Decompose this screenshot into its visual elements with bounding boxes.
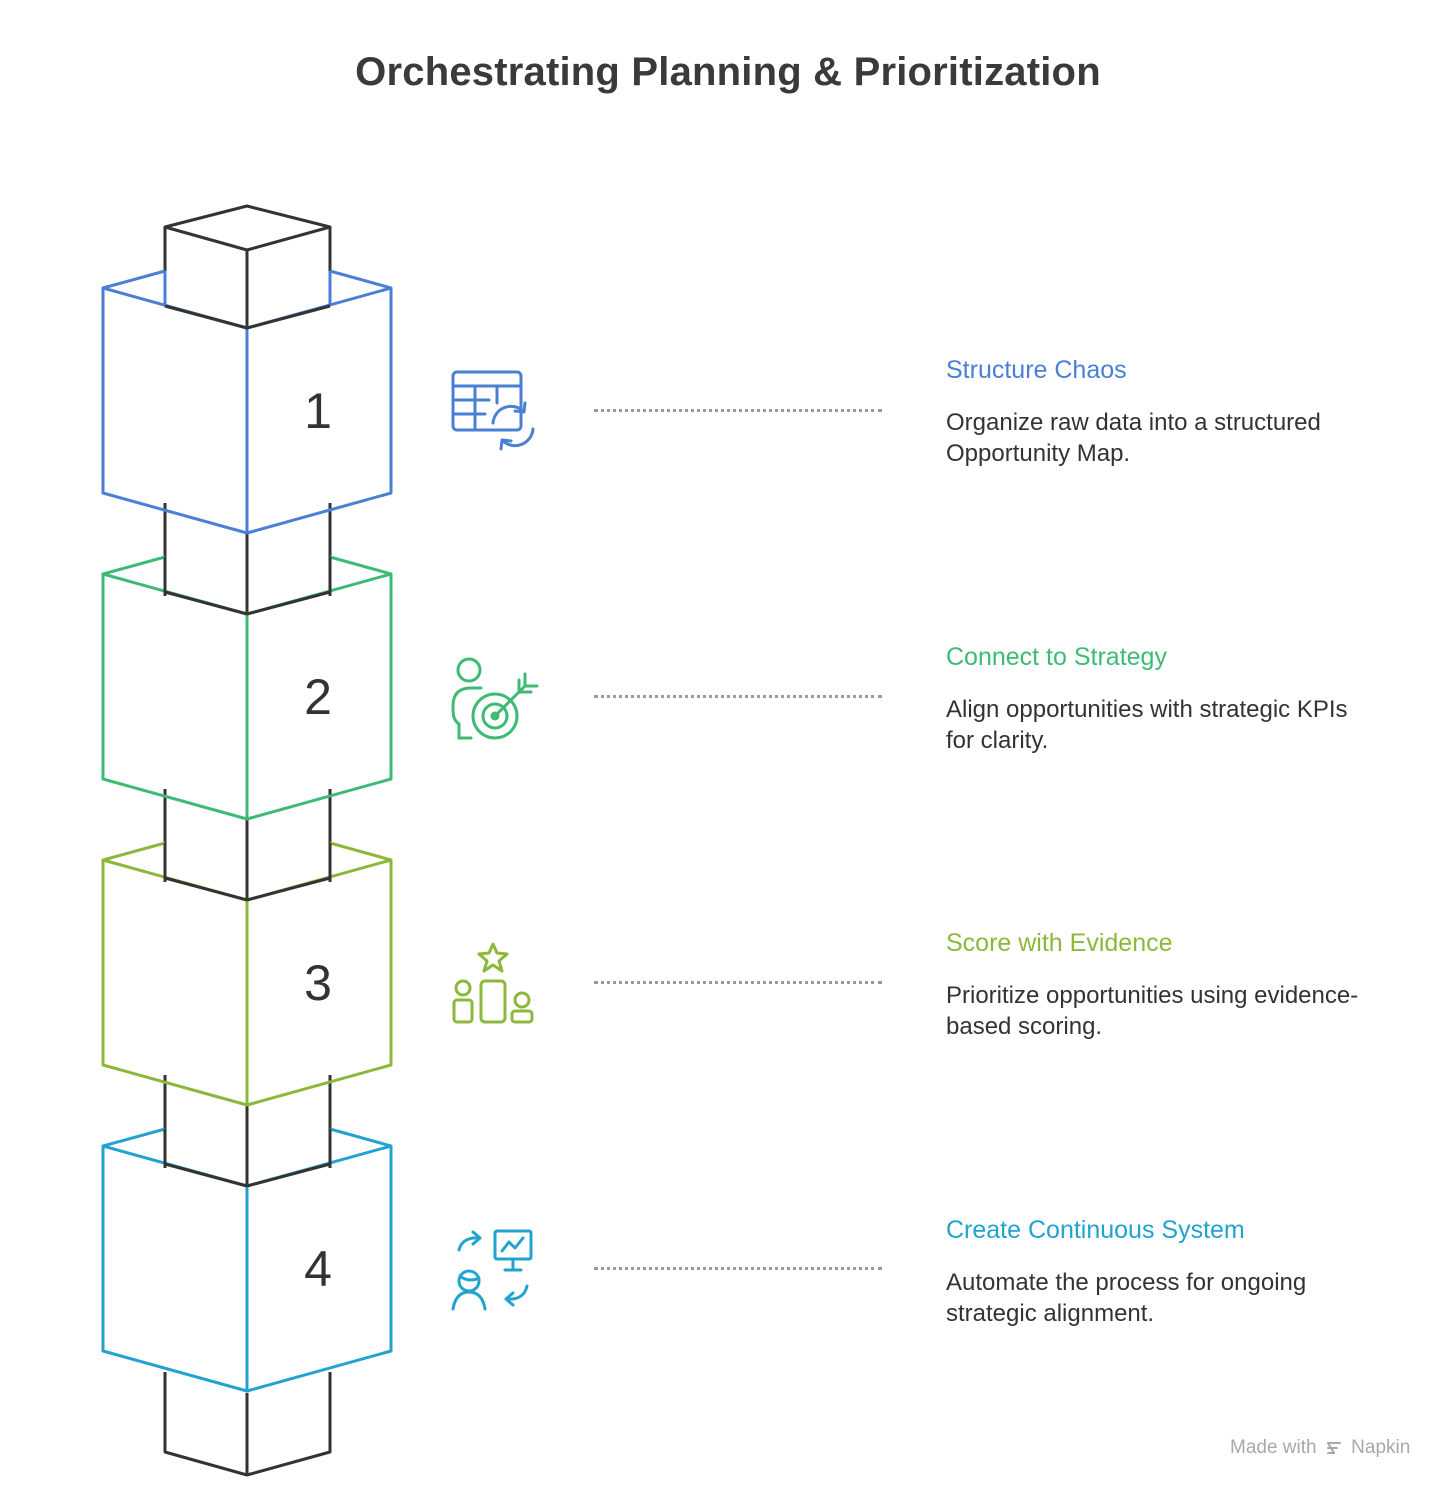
podium-star-icon bbox=[452, 942, 534, 1024]
cube-3-number: 3 bbox=[304, 955, 332, 1011]
person-target-icon bbox=[451, 657, 539, 740]
column-top-cap bbox=[163, 204, 332, 252]
column-inner-left-4 bbox=[163, 1129, 248, 1188]
column-inner-left-3 bbox=[163, 843, 248, 902]
step-3-title: Score with Evidence bbox=[946, 929, 1173, 957]
step-4-description: Automate the process for ongoing strateg… bbox=[946, 1269, 1307, 1327]
step-4-text: Create Continuous System Automate the pr… bbox=[946, 1215, 1376, 1329]
connector-line-1 bbox=[594, 409, 882, 412]
connector-line-2 bbox=[594, 695, 882, 698]
column-inner-right-2 bbox=[246, 557, 332, 616]
step-2-description: Align opportunities with strategic KPIs … bbox=[946, 696, 1348, 754]
step-3-description: Prioritize opportunities using evidence-… bbox=[946, 982, 1359, 1040]
step-1-description: Organize raw data into a structured Oppo… bbox=[946, 409, 1321, 467]
column-inner-right-3 bbox=[246, 843, 332, 902]
step-3-text: Score with Evidence Prioritize opportuni… bbox=[946, 928, 1376, 1042]
column-inner-right-4 bbox=[246, 1129, 332, 1188]
watermark: Made with Napkin bbox=[1230, 1437, 1410, 1459]
cube-1-number: 1 bbox=[304, 383, 332, 439]
step-1-text: Structure Chaos Organize raw data into a… bbox=[946, 355, 1376, 469]
column-inner-left-2 bbox=[163, 557, 248, 616]
step-1-title: Structure Chaos bbox=[946, 356, 1127, 384]
diagram-title: Orchestrating Planning & Prioritization bbox=[355, 50, 1101, 94]
person-presentation-cycle-icon bbox=[451, 1229, 533, 1311]
cube-2-number: 2 bbox=[304, 669, 332, 725]
table-refresh-icon bbox=[451, 370, 535, 451]
watermark-prefix: Made with bbox=[1230, 1437, 1317, 1458]
step-4-title: Create Continuous System bbox=[946, 1216, 1245, 1244]
step-2-text: Connect to Strategy Align opportunities … bbox=[946, 642, 1376, 756]
napkin-logo-icon bbox=[1326, 1441, 1341, 1454]
watermark-brand: Napkin bbox=[1351, 1437, 1411, 1458]
step-2-title: Connect to Strategy bbox=[946, 643, 1167, 671]
connector-line-3 bbox=[594, 981, 882, 984]
cube-4-number: 4 bbox=[304, 1241, 332, 1297]
column-inner-top-1 bbox=[164, 304, 331, 330]
connector-line-4 bbox=[594, 1267, 882, 1270]
